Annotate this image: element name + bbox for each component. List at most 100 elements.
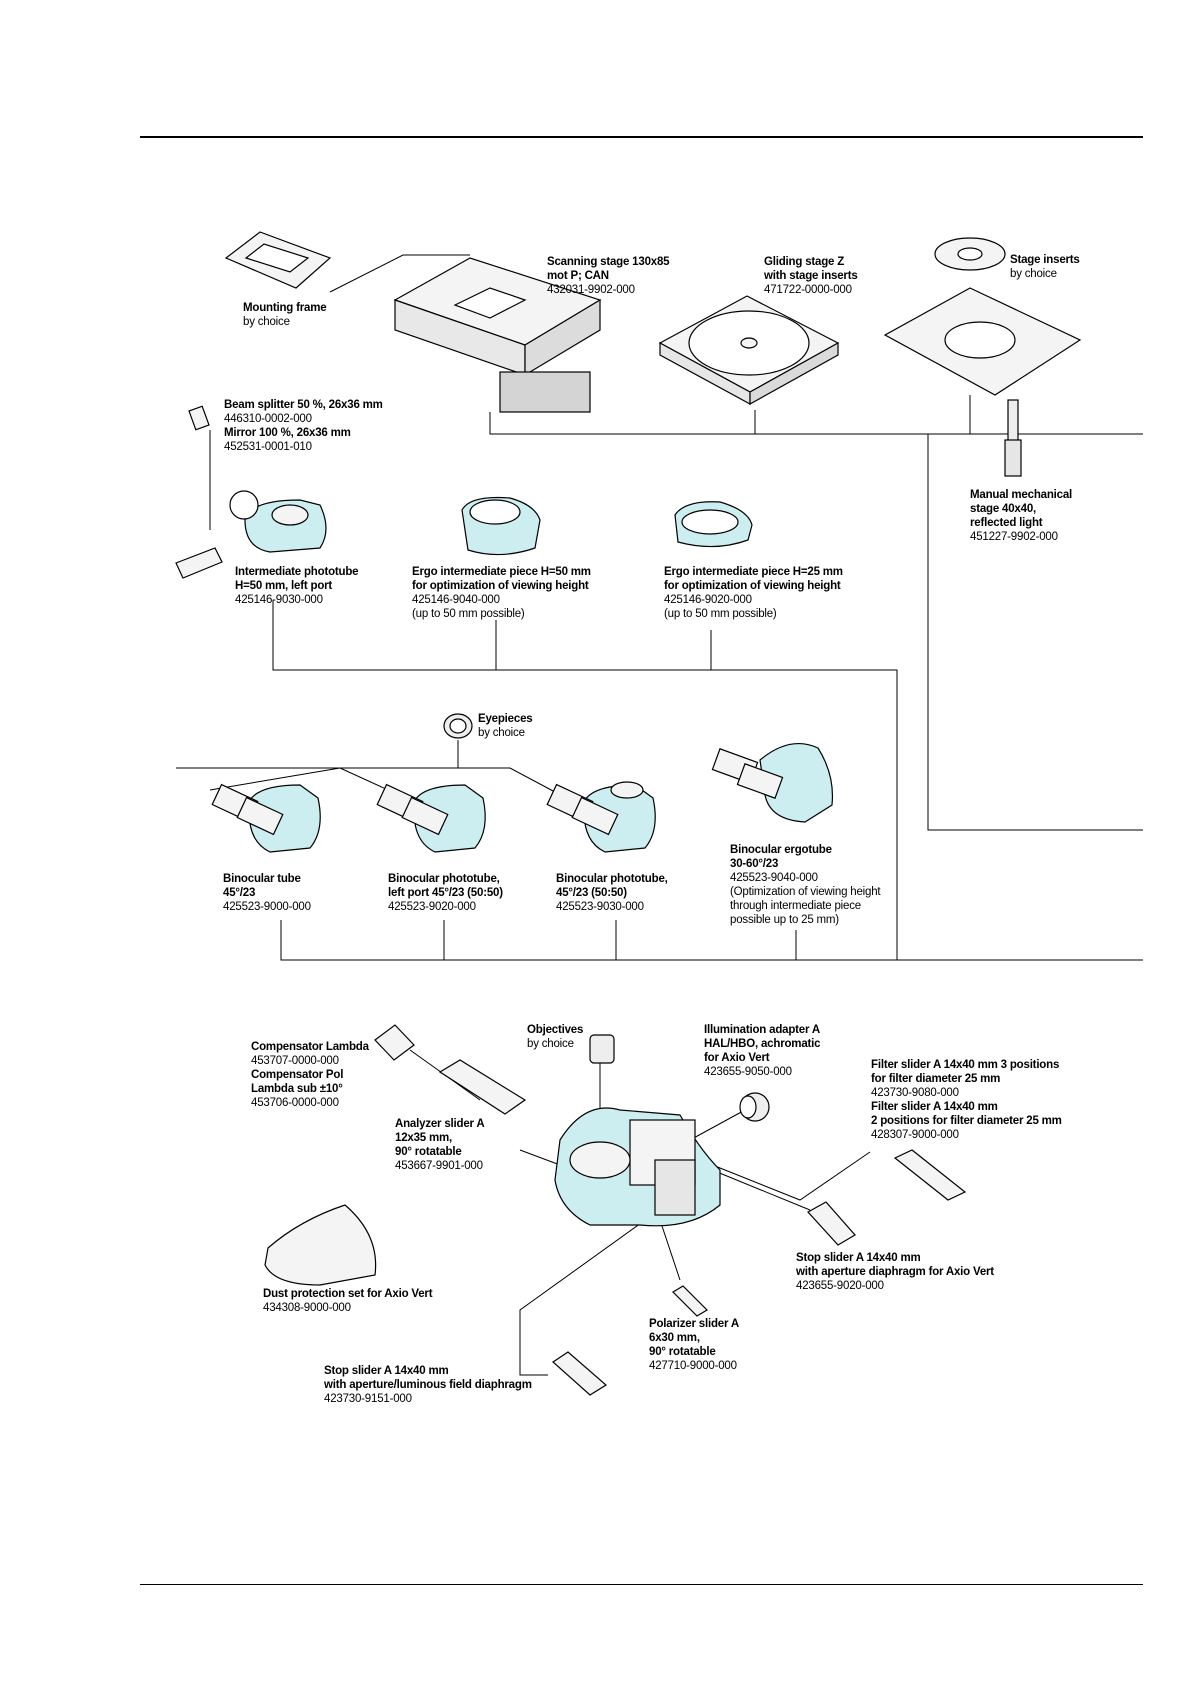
label-detail-line: by choice (527, 1038, 574, 1050)
label-detail-line: 425523-9030-000 (556, 901, 644, 913)
label-detail-line: by choice (243, 316, 290, 328)
label-detail-line: by choice (478, 727, 525, 739)
label-title-line: Binocular ergotube (730, 844, 832, 856)
stop-slider-aperture-label: Stop slider A 14x40 mm with aperture diap… (796, 1251, 994, 1293)
label-title-line: Mounting frame (243, 302, 327, 314)
mounting-frame-image (224, 231, 332, 289)
stop-slider-aperture-image (807, 1201, 856, 1246)
label-detail-line: 451227-9902-000 (970, 531, 1058, 543)
illumination-adapter-image (739, 1092, 770, 1122)
bottom-rule (140, 1584, 1143, 1585)
label-title-line: Lambda sub ±10° (251, 1083, 343, 1095)
label-detail-line: 427710-9000-000 (649, 1360, 737, 1372)
binocular-tube-label: Binocular tube 45°/23 425523-9000-000 (223, 872, 311, 914)
eyepieces-label: Eyepieces by choice (478, 712, 533, 740)
label-title-line: Gliding stage Z (764, 256, 845, 268)
label-title-line: 12x35 mm, (395, 1132, 453, 1144)
label-detail-line: 425146-9030-000 (235, 594, 323, 606)
label-title-line: Stop slider A 14x40 mm (324, 1365, 449, 1377)
label-detail-line: 425523-9000-000 (223, 901, 311, 913)
scanning-stage-label: Scanning stage 130x85 mot P; CAN 432031-99… (547, 255, 670, 297)
binocular-phototube-left-label: Binocular phototube, left port 45°/23 (50… (388, 872, 503, 914)
label-title-line: Scanning stage 130x85 (547, 256, 670, 268)
label-title-line: 45°/23 (223, 887, 256, 899)
label-detail-line: possible up to 25 mm) (730, 914, 839, 926)
label-title-line: Binocular phototube, (556, 873, 668, 885)
label-title-line: Filter slider A 14x40 mm (871, 1101, 998, 1113)
label-title-line: Analyzer slider A (395, 1118, 485, 1130)
label-title-line: H=50 mm, left port (235, 580, 333, 592)
binocular-phototube-label: Binocular phototube, 45°/23 (50:50) 425523… (556, 872, 668, 914)
label-title-line: for optimization of viewing height (664, 580, 841, 592)
ergo-piece-50-image (461, 496, 541, 556)
label-title-line: reflected light (970, 517, 1043, 529)
label-detail-line: 471722-0000-000 (764, 284, 852, 296)
label-title-line: with stage inserts (764, 270, 858, 282)
gliding-stage-label: Gliding stage Z with stage inserts 471722-… (764, 255, 858, 297)
label-detail-line: (Optimization of viewing height (730, 886, 881, 898)
label-title-line: left port 45°/23 (50:50) (388, 887, 503, 899)
label-title-line: 90° rotatable (395, 1146, 462, 1158)
label-title-line: Eyepieces (478, 713, 533, 725)
label-title-line: for optimization of viewing height (412, 580, 589, 592)
eyepieces-image (443, 713, 473, 739)
label-title-line: Objectives (527, 1024, 584, 1036)
label-title-line: Binocular tube (223, 873, 301, 885)
microscope-stand-image (554, 1107, 721, 1227)
label-title-line: 90° rotatable (649, 1346, 716, 1358)
label-detail-line: 425146-9020-000 (664, 594, 752, 606)
binocular-ergotube-image (711, 742, 834, 823)
stage-inserts-image (883, 237, 1082, 477)
scanning-stage-image (393, 257, 602, 413)
label-title-line: for filter diameter 25 mm (871, 1073, 1001, 1085)
label-detail-line: 432031-9902-000 (547, 284, 635, 296)
label-title-line: with aperture diaphragm for Axio Vert (796, 1266, 994, 1278)
label-title-line: Manual mechanical (970, 489, 1073, 501)
label-detail-line: 453706-0000-000 (251, 1097, 339, 1109)
compensator-image (374, 1024, 527, 1115)
intermediate-phototube-image (229, 490, 327, 553)
objective-image (589, 1034, 615, 1064)
label-detail-line: 434308-9000-000 (263, 1302, 351, 1314)
label-title-line: mot P; CAN (547, 270, 609, 282)
label-title-line: Beam splitter 50 %, 26x36 mm (224, 399, 383, 411)
label-detail-line: 446310-0002-000 (224, 413, 312, 425)
objectives-label: Objectives by choice (527, 1023, 583, 1051)
label-title-line: Stage inserts (1010, 254, 1080, 266)
label-title-line: Binocular phototube, (388, 873, 500, 885)
binocular-phototube-image (546, 781, 656, 853)
binocular-tube-image (211, 783, 321, 853)
label-detail-line: 453707-0000-000 (251, 1055, 339, 1067)
ergo-piece-25-image (674, 501, 753, 548)
label-title-line: Compensator Lambda (251, 1041, 369, 1053)
stage-inserts-label: Stage inserts by choice (1010, 253, 1080, 281)
stop-slider-luminous-label: Stop slider A 14x40 mm with aperture/lumi… (324, 1364, 532, 1406)
label-detail-line: 428307-9000-000 (871, 1129, 959, 1141)
label-detail-line: 425146-9040-000 (412, 594, 500, 606)
label-detail-line: (up to 50 mm possible) (412, 608, 525, 620)
label-title-line: for Axio Vert (704, 1052, 770, 1064)
label-title-line: Stop slider A 14x40 mm (796, 1252, 921, 1264)
label-detail-line: 423655-9050-000 (704, 1066, 792, 1078)
label-title-line: with aperture/luminous field diaphragm (324, 1379, 532, 1391)
polarizer-slider-image (672, 1285, 708, 1317)
binocular-phototube-left-image (376, 783, 486, 853)
label-title-line: Filter slider A 14x40 mm 3 positions (871, 1059, 1060, 1071)
dust-protection-label: Dust protection set for Axio Vert 434308-… (263, 1287, 433, 1315)
label-detail-line: 453667-9901-000 (395, 1160, 483, 1172)
label-title-line: 45°/23 (50:50) (556, 887, 627, 899)
label-detail-line: by choice (1010, 268, 1057, 280)
analyzer-slider-label: Analyzer slider A 12x35 mm, 90° rotatable 4… (395, 1117, 485, 1173)
label-title-line: Polarizer slider A (649, 1318, 739, 1330)
beam-splitter-image (175, 405, 223, 579)
label-title-line: 30-60°/23 (730, 858, 779, 870)
label-title-line: Mirror 100 %, 26x36 mm (224, 427, 351, 439)
stop-slider-luminous-image (552, 1351, 608, 1396)
label-title-line: Dust protection set for Axio Vert (263, 1288, 433, 1300)
